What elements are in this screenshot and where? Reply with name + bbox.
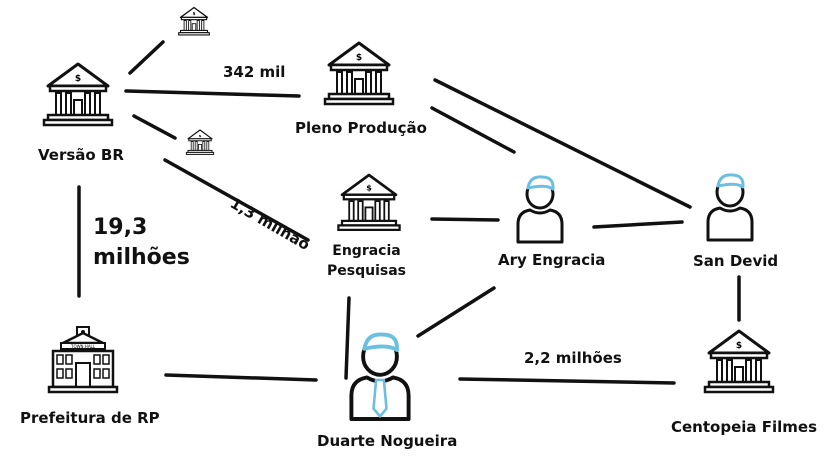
person-icon <box>516 175 564 244</box>
edge-ary-duarte <box>416 286 496 338</box>
bank-icon <box>42 62 114 127</box>
node-label-prefeitura-rp: Prefeitura de RP <box>20 409 160 427</box>
edge-versao-pleno <box>124 89 301 98</box>
edge-engracia-duarte <box>344 296 351 380</box>
node-label-versao-br: Versão BR <box>38 146 124 164</box>
edge-engracia-ary <box>430 217 500 222</box>
edge-prefeitura-duarte <box>164 373 318 382</box>
node-label-engracia-line2: Pesquisas <box>327 263 406 279</box>
edge-label-342-mil: 342 mil <box>223 63 286 81</box>
connection-lines <box>77 40 741 385</box>
person-icon <box>706 173 754 242</box>
edge-versao-small-bank-top <box>128 40 165 75</box>
edge-ary-san <box>592 220 684 229</box>
bank-icon <box>323 41 395 106</box>
edge-label-2-2-milhoes: 2,2 milhões <box>524 349 622 367</box>
edge-versao-engracia-pesquisas <box>163 158 310 242</box>
edge-pleno-san <box>433 78 692 209</box>
small-bank-icon <box>185 129 215 155</box>
node-label-centopeia-filmes: Centopeia Filmes <box>671 418 817 436</box>
edge-label-19-3-line1: 19,3 <box>93 215 148 240</box>
edge-versao-small-bank-mid <box>132 114 177 140</box>
node-label-ary-engracia: Ary Engracia <box>498 251 606 269</box>
node-label-engracia-line1: Engracia <box>332 243 401 259</box>
node-label-engracia-pesquisas: Engracia Pesquisas <box>327 241 406 281</box>
small-bank-icon <box>178 6 210 36</box>
edge-label-19-3-line2: milhões <box>93 245 190 270</box>
node-label-san-devid: San Devid <box>693 252 779 270</box>
edge-pleno-ary <box>430 106 516 154</box>
edge-label-19-3-milhoes: 19,3 milhões <box>93 213 190 273</box>
node-label-duarte-nogueira: Duarte Nogueira <box>317 432 458 450</box>
edge-duarte-centopeia <box>458 377 676 385</box>
bank-icon <box>337 173 401 232</box>
person-with-tie-icon <box>349 332 411 421</box>
bank-icon <box>703 329 775 394</box>
town-hall-icon <box>47 325 119 394</box>
node-label-pleno-producao: Pleno Produção <box>295 119 427 137</box>
